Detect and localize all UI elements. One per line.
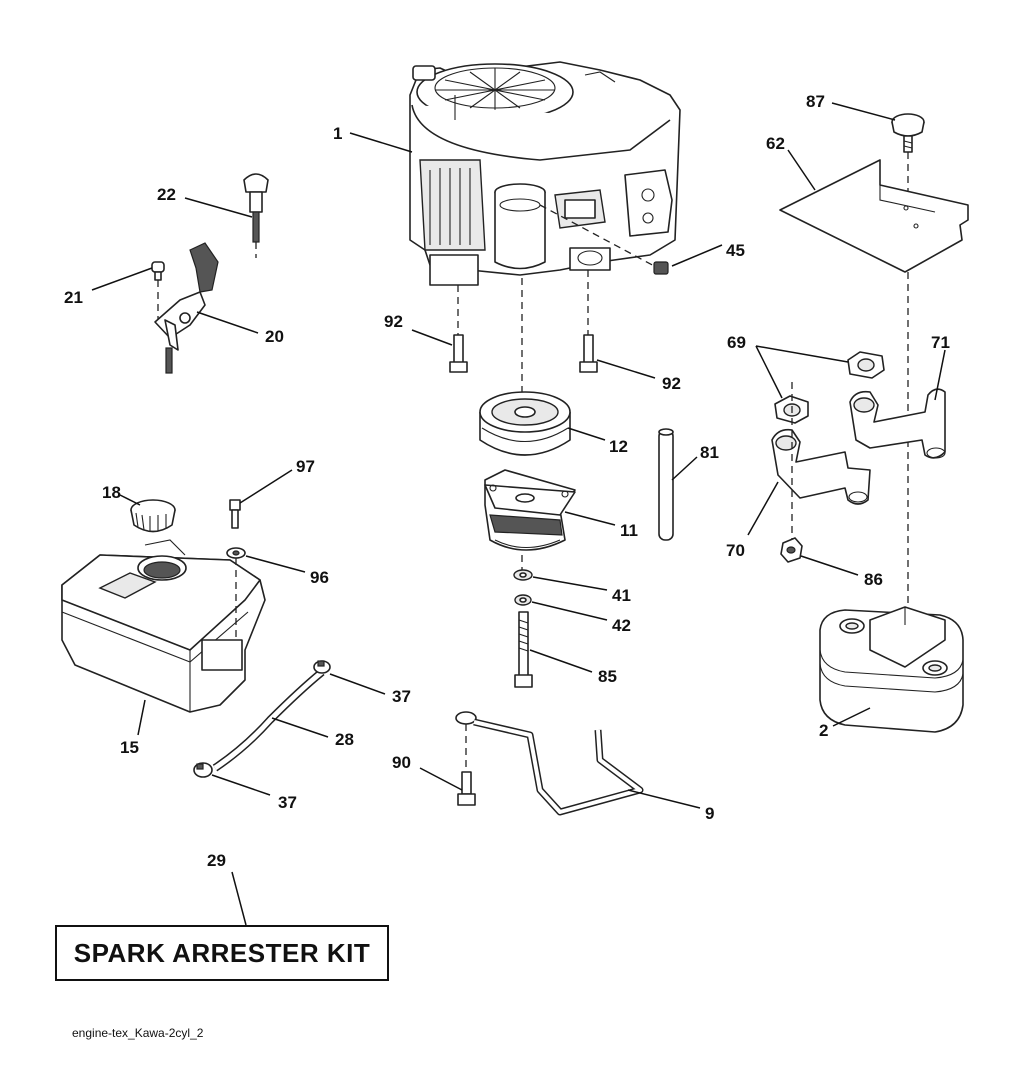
- callout-21: 21: [64, 288, 83, 307]
- callout-2: 2: [819, 721, 828, 740]
- part-12-pulley: [479, 391, 571, 456]
- part-92-bolt-right: [579, 334, 598, 373]
- callout-12: 12: [609, 437, 628, 456]
- callout-87: 87: [806, 92, 825, 111]
- spark-arrester-kit-label: SPARK ARRESTER KIT: [73, 937, 371, 968]
- part-41-washer: [513, 569, 533, 581]
- part-11-electric-clutch: [484, 469, 576, 551]
- callout-9: 9: [705, 804, 714, 823]
- part-92-bolt-left: [449, 334, 468, 373]
- part-96-washer: [226, 547, 246, 559]
- part-86-nut: [780, 537, 803, 563]
- part-37-clamp-bottom: [193, 762, 213, 778]
- engine: [409, 61, 681, 286]
- callout-45: 45: [726, 241, 745, 260]
- part-28-fuel-line: [212, 668, 325, 772]
- callout-86: 86: [864, 570, 883, 589]
- part-18-fuel-cap: [130, 499, 176, 533]
- part-2-muffler: [819, 606, 964, 733]
- part-81-tube: [658, 428, 674, 541]
- part-69-gasket-upper: [847, 351, 885, 379]
- part-22-knob: [243, 173, 269, 243]
- spark-arrester-kit-box: SPARK ARRESTER KIT: [55, 925, 389, 981]
- callout-1: 1: [333, 124, 342, 143]
- part-21-screw: [151, 261, 165, 281]
- callout-42: 42: [612, 616, 631, 635]
- callout-70: 70: [726, 541, 745, 560]
- callout-29: 29: [207, 851, 226, 870]
- part-9-rod: [455, 711, 644, 816]
- part-85-bolt: [514, 611, 533, 688]
- part-62-heat-shield: [779, 159, 969, 273]
- callout-85: 85: [598, 667, 617, 686]
- callout-11: 11: [620, 521, 638, 540]
- callout-15: 15: [120, 738, 139, 757]
- callout-92-right: 92: [662, 374, 681, 393]
- callout-18: 18: [102, 483, 121, 502]
- callout-37-bottom: 37: [278, 793, 297, 812]
- part-37-clamp-top: [313, 660, 331, 674]
- part-71-exhaust-pipe: [849, 388, 946, 459]
- callout-41: 41: [612, 586, 631, 605]
- part-42-washer: [514, 594, 532, 606]
- part-70-exhaust-pipe: [771, 428, 871, 505]
- diagram-caption: engine-tex_Kawa-2cyl_2: [72, 1026, 204, 1040]
- callout-62: 62: [766, 134, 785, 153]
- part-90-bolt: [457, 771, 476, 806]
- callout-22: 22: [157, 185, 176, 204]
- part-20-throttle-control: [154, 242, 219, 374]
- callout-90: 90: [392, 753, 411, 772]
- part-45-nut: [653, 261, 669, 275]
- part-87-bolt: [891, 113, 925, 153]
- callout-81: 81: [700, 443, 719, 462]
- part-15-fuel-tank: [61, 539, 266, 713]
- callout-96: 96: [310, 568, 329, 587]
- callout-28: 28: [335, 730, 354, 749]
- callout-71: 71: [931, 333, 950, 352]
- callout-20: 20: [265, 327, 284, 346]
- callout-37-top: 37: [392, 687, 411, 706]
- part-97-bolt: [229, 499, 241, 529]
- callout-97: 97: [296, 457, 315, 476]
- callout-92-left: 92: [384, 312, 403, 331]
- callout-69: 69: [727, 333, 746, 352]
